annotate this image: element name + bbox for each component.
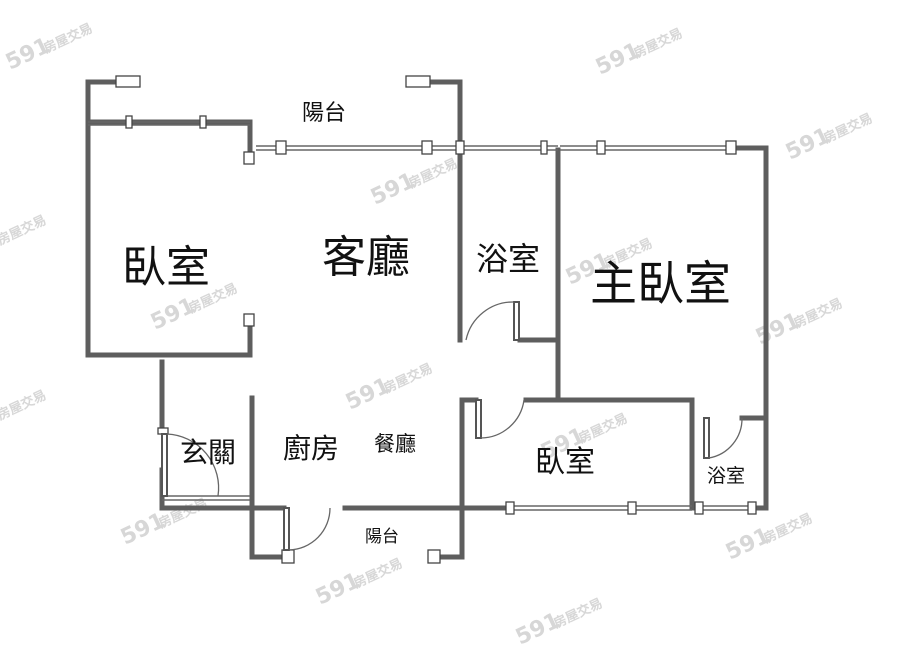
- svg-text:房屋交易: 房屋交易: [576, 410, 630, 446]
- room-label-dining: 餐廳: [374, 432, 416, 456]
- watermark: 591 房屋交易: [512, 595, 605, 649]
- room-label-bedroom-south: 臥室: [535, 445, 595, 480]
- svg-text:房屋交易: 房屋交易: [41, 20, 95, 56]
- post: [505, 501, 515, 515]
- post: [694, 501, 704, 515]
- door-entrance-swing: [166, 433, 220, 497]
- svg-text:房屋交易: 房屋交易: [406, 155, 460, 191]
- wall-kitchen-west: [249, 395, 285, 560]
- room-label-bedroom-west: 臥室: [122, 242, 210, 293]
- door-bathroom-swing: [465, 301, 515, 341]
- post: [455, 140, 465, 155]
- post: [281, 549, 295, 564]
- door-entrance-leaf: [161, 433, 168, 497]
- watermark: 591 房屋交易: [592, 25, 685, 80]
- door-master-bath-swing: [708, 417, 743, 459]
- room-label-balcony-north: 陽台: [302, 101, 346, 126]
- wall-master-east: [727, 145, 769, 511]
- room-label-kitchen: 廚房: [283, 432, 339, 465]
- watermark: 591 房屋交易: [342, 360, 435, 415]
- svg-text:房屋交易: 房屋交易: [791, 295, 845, 331]
- post: [427, 549, 441, 564]
- svg-text:房屋交易: 房屋交易: [761, 510, 815, 546]
- wall-balcony-north-east: [425, 79, 463, 151]
- post: [243, 313, 255, 327]
- windows: [88, 121, 752, 511]
- door-master-bath-leaf: [703, 417, 710, 459]
- post: [747, 501, 757, 515]
- room-labels: 臥室 客廳 浴室 主臥室 玄關 廚房 餐廳 臥室 浴室 陽台 陽台: [122, 101, 745, 547]
- svg-text:房屋交易: 房屋交易: [0, 387, 49, 423]
- room-label-entrance: 玄關: [180, 436, 236, 469]
- door-kitchen-leaf: [283, 507, 290, 551]
- door-kitchen-swing: [288, 507, 331, 551]
- wall-bedroom-west: [85, 79, 253, 358]
- post: [405, 75, 431, 88]
- room-label-master-bedroom: 主臥室: [590, 257, 731, 312]
- post: [627, 501, 637, 515]
- svg-text:房屋交易: 房屋交易: [381, 360, 435, 396]
- window-posts: [115, 75, 757, 564]
- post: [725, 140, 737, 155]
- watermark: 591 房屋交易: [782, 110, 875, 165]
- post: [125, 115, 133, 129]
- svg-text:房屋交易: 房屋交易: [0, 212, 49, 248]
- watermark: 591 房屋交易: [2, 20, 95, 75]
- door-bedroom-south-leaf: [475, 399, 482, 439]
- watermark: 591 房屋交易: [367, 155, 460, 210]
- door-bathroom-leaf: [513, 301, 520, 341]
- room-label-living: 客廳: [322, 232, 410, 283]
- post: [421, 140, 433, 155]
- room-label-balcony-south: 陽台: [365, 527, 399, 547]
- post: [275, 140, 287, 155]
- svg-text:房屋交易: 房屋交易: [351, 555, 405, 591]
- wall-bedroom-south-north: [523, 397, 695, 511]
- post: [596, 140, 606, 155]
- door-bedroom-south-swing: [480, 399, 525, 439]
- doors: [161, 301, 743, 551]
- watermark: 房屋交易: [0, 212, 49, 248]
- room-label-bathroom-master: 浴室: [707, 465, 745, 487]
- wall-bedroom-north: [85, 119, 253, 151]
- watermark: 591 房屋交易: [312, 555, 405, 610]
- svg-text:房屋交易: 房屋交易: [631, 25, 685, 61]
- wall-bedroom-south-west: [437, 397, 465, 560]
- watermark: 591 房屋交易: [722, 510, 815, 565]
- post: [199, 115, 207, 129]
- watermark: 房屋交易: [0, 387, 49, 423]
- post: [115, 75, 141, 88]
- svg-text:房屋交易: 房屋交易: [821, 110, 875, 146]
- svg-text:房屋交易: 房屋交易: [551, 595, 605, 631]
- post: [540, 140, 548, 155]
- post: [243, 151, 255, 165]
- room-label-bathroom-main: 浴室: [476, 240, 540, 278]
